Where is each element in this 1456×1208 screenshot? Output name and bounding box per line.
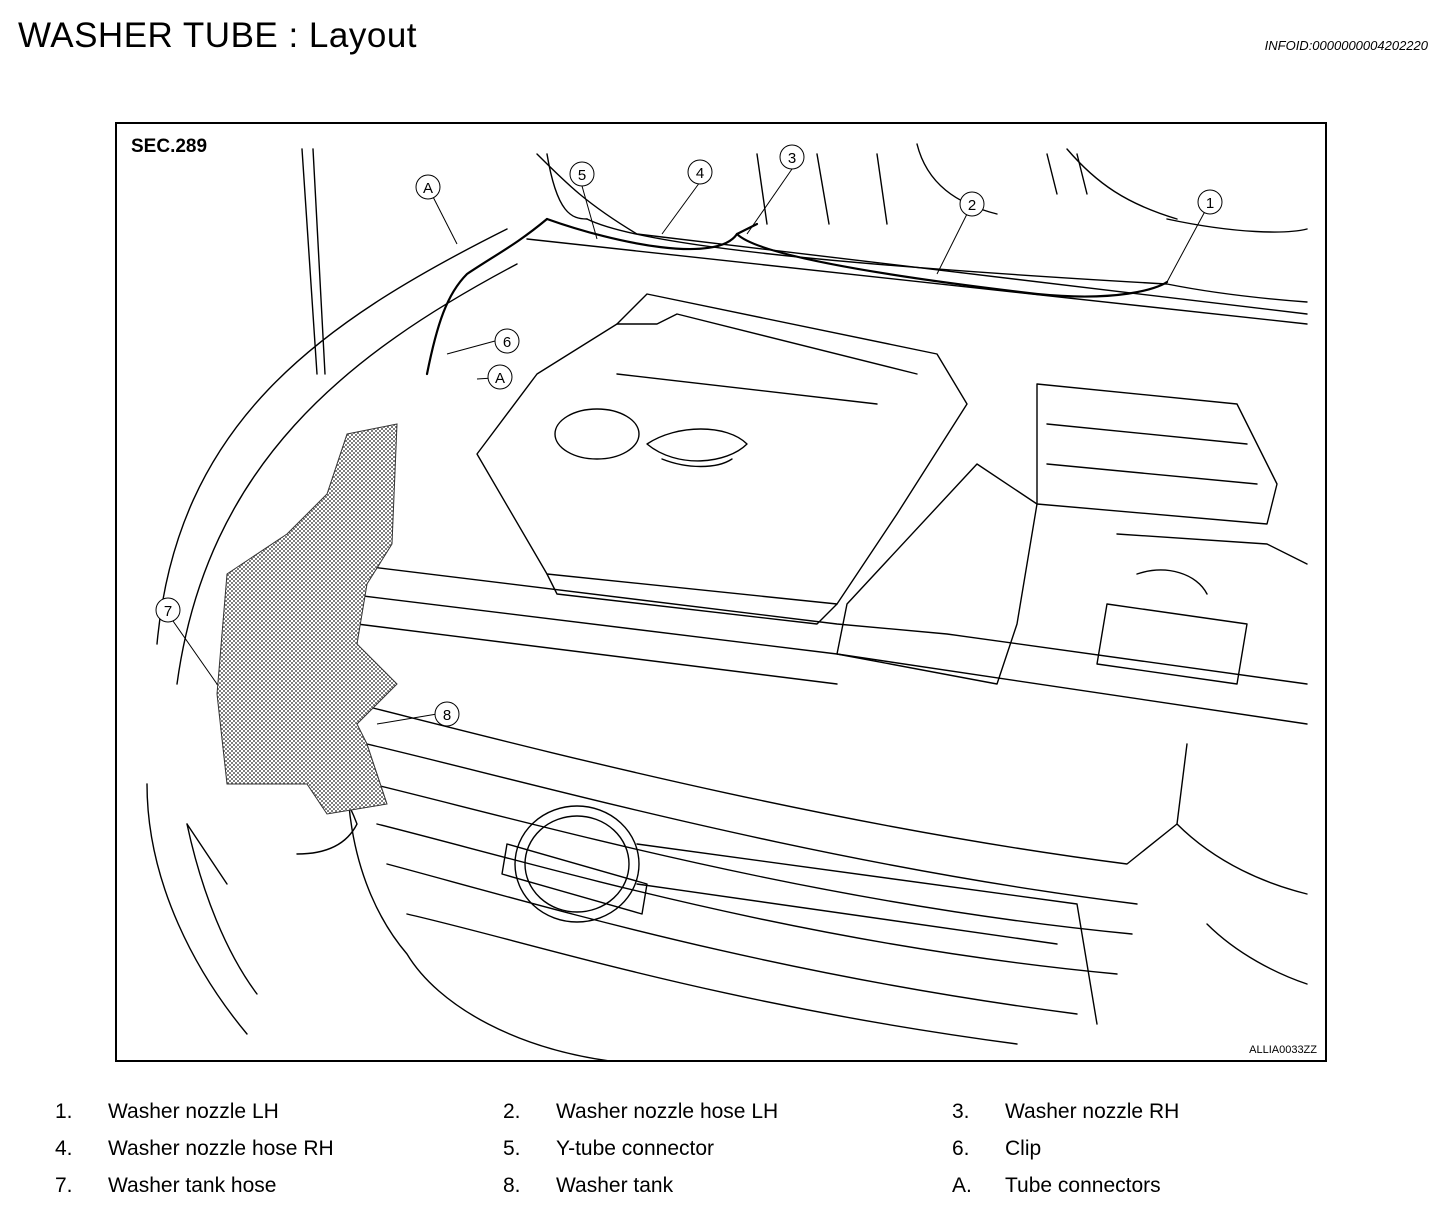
svg-text:2: 2 <box>968 197 976 214</box>
legend-label: Washer tank <box>556 1174 674 1197</box>
svg-text:7: 7 <box>164 603 172 620</box>
legend-num: 7. <box>55 1174 73 1197</box>
legend-num: 6. <box>952 1137 970 1160</box>
page-title: WASHER TUBE : Layout <box>18 16 418 55</box>
engine-bay-diagram: 1 2 3 4 5 6 7 8 A A SEC.289 ALLIA0033ZZ <box>115 122 1327 1062</box>
svg-text:A: A <box>495 370 505 387</box>
callout-3: 3 <box>779 144 805 170</box>
engine-bay-illustration: 1 2 3 4 5 6 7 8 A A <box>146 143 1308 1060</box>
legend-num: 1. <box>55 1100 73 1123</box>
legend-num: 8. <box>503 1174 521 1197</box>
figure-id: ALLIA0033ZZ <box>1249 1044 1317 1056</box>
info-id: INFOID:0000000004202220 <box>1264 38 1428 53</box>
legend-num: A. <box>952 1174 972 1197</box>
svg-text:1: 1 <box>1206 195 1214 212</box>
callout-7: 7 <box>155 597 181 623</box>
svg-text:5: 5 <box>578 167 586 184</box>
legend-num: 4. <box>55 1137 73 1160</box>
callout-4: 4 <box>687 159 713 185</box>
legend-num: 5. <box>503 1137 521 1160</box>
legend-label: Washer nozzle hose LH <box>556 1100 779 1123</box>
svg-text:8: 8 <box>443 707 451 724</box>
section-label: SEC.289 <box>131 136 208 157</box>
callout-5: 5 <box>569 161 595 187</box>
callouts: 1 2 3 4 5 6 7 8 A A <box>155 144 1223 727</box>
legend-label: Washer nozzle LH <box>108 1100 279 1123</box>
legend-label: Washer tank hose <box>108 1174 277 1197</box>
svg-text:6: 6 <box>503 334 511 351</box>
callout-2: 2 <box>959 191 985 217</box>
callout-a-mid: A <box>487 364 513 390</box>
washer-tank-hatch <box>216 423 398 815</box>
legend-label: Clip <box>1005 1137 1042 1160</box>
legend-label: Tube connectors <box>1005 1174 1161 1197</box>
svg-text:3: 3 <box>788 150 796 167</box>
legend-label: Washer nozzle RH <box>1005 1100 1180 1123</box>
legend-label: Washer nozzle hose RH <box>108 1137 334 1160</box>
legend-num: 3. <box>952 1100 970 1123</box>
callout-a-top: A <box>415 174 441 200</box>
legend-row: 7. Washer tank hose 8. Washer tank A. Tu… <box>0 1174 1456 1204</box>
callout-1: 1 <box>1197 189 1223 215</box>
svg-text:4: 4 <box>696 165 704 182</box>
svg-text:A: A <box>423 180 433 197</box>
legend-row: 4. Washer nozzle hose RH 5. Y-tube conne… <box>0 1137 1456 1167</box>
callout-8: 8 <box>434 701 460 727</box>
legend-label: Y-tube connector <box>556 1137 715 1160</box>
callout-6: 6 <box>494 328 520 354</box>
legend-num: 2. <box>503 1100 521 1123</box>
legend-row: 1. Washer nozzle LH 2. Washer nozzle hos… <box>0 1100 1456 1130</box>
